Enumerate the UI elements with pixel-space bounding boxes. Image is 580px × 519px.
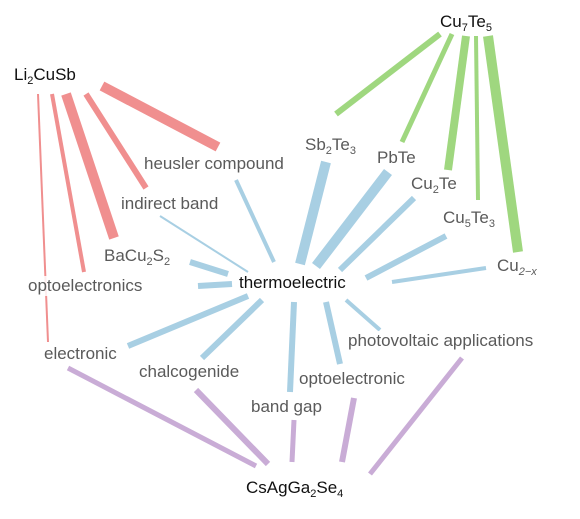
edge-csagga2se4-electronic: [66, 365, 258, 469]
node-electronic: electronic: [44, 344, 117, 364]
node-optoelectronics: optoelectronics: [28, 276, 143, 296]
edge-csagga2se4-chalcogenide: [193, 387, 271, 467]
node-bacu2s2: BaCu2S2: [104, 246, 171, 268]
node-band-gap: band gap: [251, 397, 322, 417]
edge-thermo-bacu2s2: [189, 259, 229, 277]
edge-thermo-heusler: [234, 179, 276, 263]
hub-csagga2se4: CsAgGa2Se4: [246, 478, 344, 500]
edge-li2cusb-indirect-band: [83, 92, 149, 190]
node-pbte: PbTe: [377, 148, 416, 168]
edge-cu7te5-cu2te: [444, 35, 470, 171]
edge-thermo-chalcogenide: [199, 297, 265, 361]
edge-cu7te5-sb2te3: [334, 31, 442, 117]
edge-cu7te5-pbte: [399, 32, 455, 144]
node-heusler-compound: heusler compound: [144, 154, 284, 174]
hub-thermoelectric: thermoelectric: [239, 273, 346, 292]
csagga2se4-edges: [66, 356, 464, 476]
li2cusb-edges: [37, 81, 221, 343]
edge-cu7te5-cu2x: [483, 35, 523, 253]
edge-thermo-bandgap: [287, 301, 297, 393]
edge-thermo-photovoltaic: [344, 298, 382, 332]
node-sb2te3: Sb2Te3: [305, 135, 357, 157]
node-photovoltaic-applications: photovoltaic applications: [348, 331, 534, 351]
edge-li2cusb-bacu2s2: [61, 92, 119, 240]
edge-csagga2se4-bandgap: [289, 419, 297, 463]
edge-thermo-sb2te3: [295, 160, 331, 266]
edge-thermo-cu2te: [337, 195, 417, 273]
node-cu2te: Cu2Te: [411, 174, 457, 196]
edge-csagga2se4-photovoltaic: [368, 356, 464, 476]
node-chalcogenide: chalcogenide: [139, 362, 240, 382]
node-optoelectronic: optoelectronic: [299, 369, 405, 389]
edge-li2cusb-heusler: [99, 81, 221, 152]
edge-thermo-cu5te3: [364, 233, 448, 281]
node-cu2-x: Cu2−x: [497, 256, 537, 278]
edge-thermo-indirect-band: [159, 215, 249, 273]
edge-li2cusb-optoelectronics: [50, 93, 86, 273]
edge-li2cusb-electronic: [37, 93, 49, 343]
edge-cu7te5-cu5te3: [474, 35, 480, 201]
node-cu5te3: Cu5Te3: [443, 208, 495, 230]
edge-thermo-optoelectronics: [197, 281, 233, 289]
thermoelectric-edges: [126, 160, 487, 393]
node-indirect-band: indirect band: [121, 194, 219, 214]
edge-thermo-cu2x: [391, 266, 487, 284]
edge-csagga2se4-optoelectronic: [339, 397, 357, 463]
edge-thermo-pbte: [312, 168, 392, 270]
hub-cu7te5: Cu7Te5: [440, 12, 492, 34]
cu7te5-edges: [334, 31, 523, 253]
hub-li2cusb: Li2CuSb: [14, 65, 76, 87]
edge-thermo-electronic: [126, 293, 250, 349]
edge-thermo-optoelectronic: [323, 301, 343, 365]
